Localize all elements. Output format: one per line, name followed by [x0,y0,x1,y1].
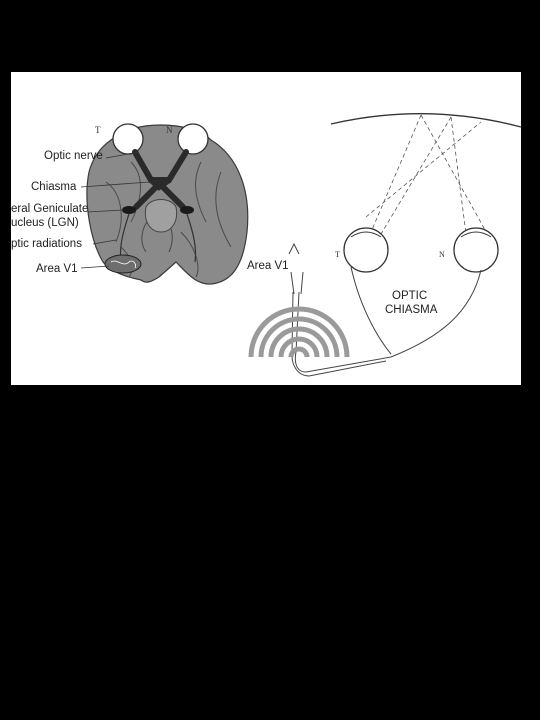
label-optic-chiasma-line1: OPTIC [392,290,428,302]
label-area-v1-right: Area V1 [247,260,289,272]
right-eye [177,123,209,155]
cortex-stripes [248,306,350,358]
visual-field-arc [330,113,521,128]
brain-eye-letter-t: T [95,125,101,135]
midbrain [144,199,178,233]
pathway-schematic [248,113,521,377]
label-lgn-line2: ucleus (LGN) [11,217,79,229]
schematic-eye-letter-n: N [439,250,445,259]
schematic-left-eye [343,227,389,273]
brain-eye-letter-n: N [166,125,173,135]
label-area-v1-left: Area V1 [36,263,78,275]
optic-pathway [132,149,189,210]
light-rays [365,114,490,238]
figure-illustration [80,113,521,377]
label-lgn-line1: eral Geniculate [11,203,89,215]
lgn-right [180,206,194,214]
label-chiasma: Chiasma [31,181,77,193]
label-optic-nerve: Optic nerve [44,150,103,162]
schematic-right-eye [453,227,499,273]
left-eye [112,123,144,155]
lgn-left [122,206,136,214]
label-optic-radiations: ptic radiations [11,238,82,250]
brain-illustration [80,123,249,285]
leader-lines [80,151,150,269]
figure-panel: Optic nerve Chiasma eral Geniculate ucle… [11,72,521,385]
schematic-eye-letter-t: T [335,250,340,259]
label-optic-chiasma-line2: CHIASMA [385,304,438,316]
nerve-paths [290,266,482,377]
